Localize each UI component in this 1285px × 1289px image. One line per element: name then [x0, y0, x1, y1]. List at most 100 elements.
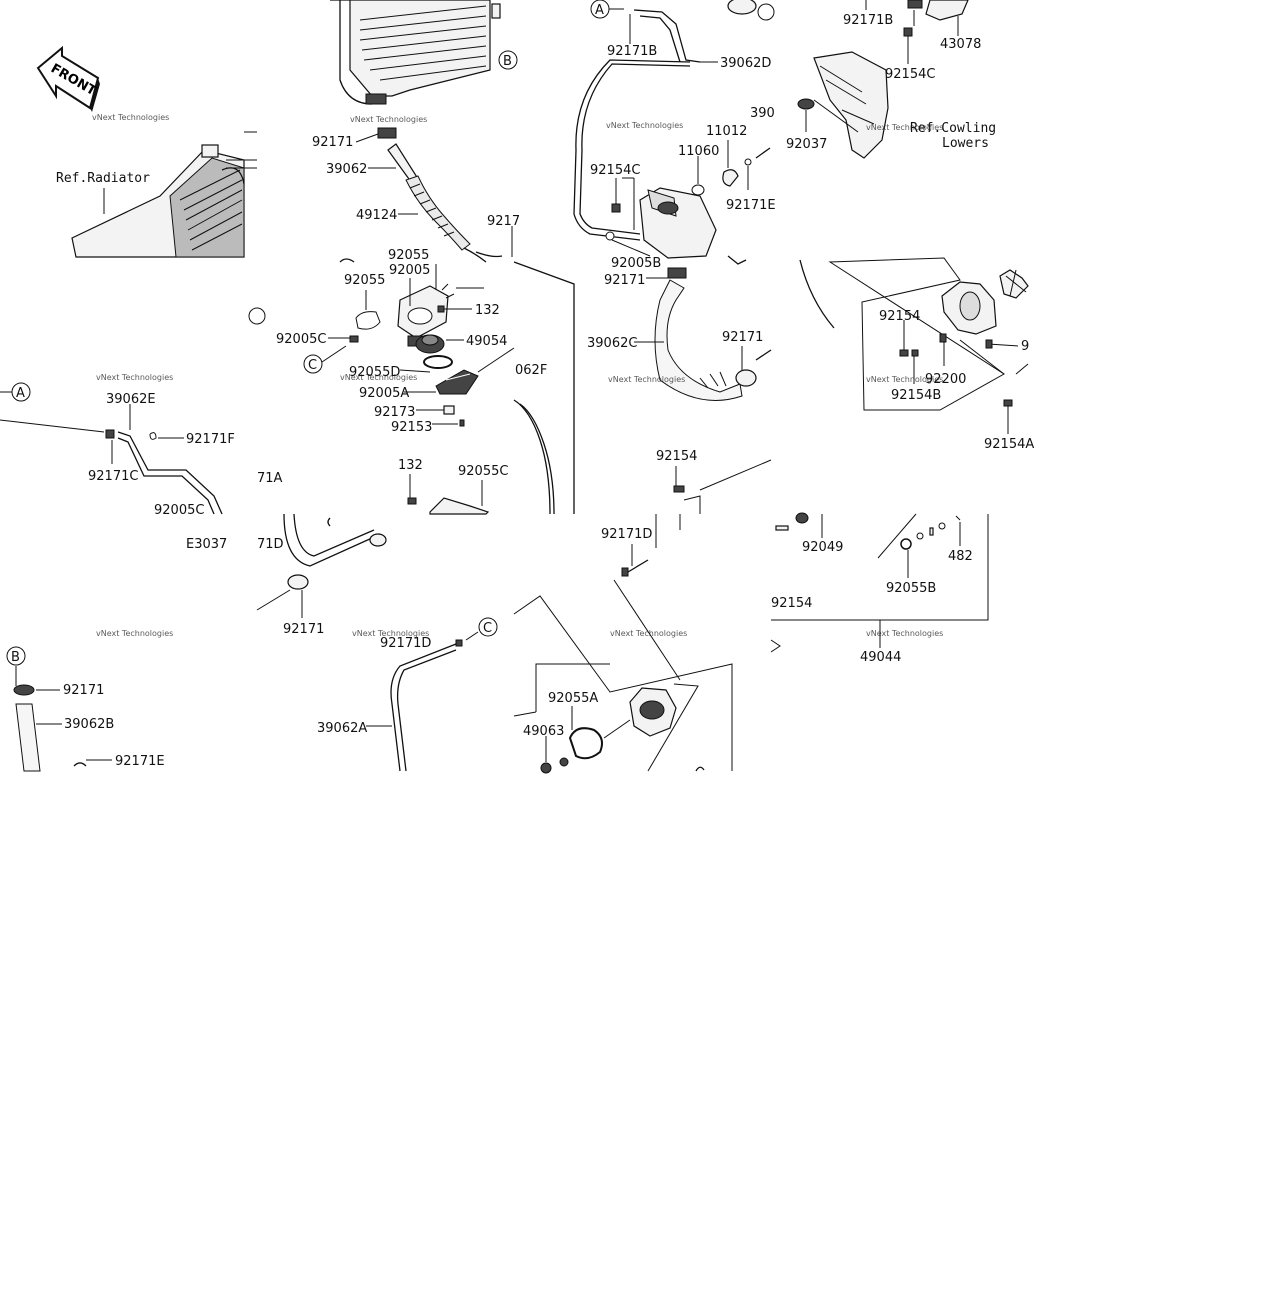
pump-outline-box: [513, 595, 733, 771]
part-number-label: 9217: [487, 214, 520, 229]
part-number-label: 92154: [771, 596, 812, 611]
svg-text:B: B: [503, 54, 512, 69]
callout-c-lower: C: [478, 617, 498, 637]
part-number-label: 92154A: [984, 437, 1034, 452]
part-number-label: 92154: [656, 449, 697, 464]
clamp-92171: [287, 574, 309, 590]
watermark: vNext Technologies: [866, 123, 943, 132]
watermark: vNext Technologies: [352, 629, 429, 638]
callout-c-mid: C: [303, 354, 323, 374]
part-number-label: 92049: [802, 540, 843, 555]
part-number-label: 49063: [523, 724, 564, 739]
svg-text:vNext Technologies: vNext Technologies: [96, 629, 173, 638]
svg-text:C: C: [483, 621, 492, 636]
part-number-label: 92055B: [886, 581, 936, 596]
lower-cowling-panel: [797, 51, 889, 159]
front-arrow: FRONT: [36, 45, 100, 112]
hose-39062a: [390, 643, 457, 772]
part-number-label: 390: [750, 106, 775, 121]
part-number-label: 92005B: [611, 256, 661, 271]
part-number-label: 11012: [706, 124, 747, 139]
svg-text:vNext Technologies: vNext Technologies: [340, 373, 417, 382]
part-number-label: 92171B: [607, 44, 657, 59]
part-number-label: 71D: [257, 537, 284, 552]
part-number-label: 9: [1021, 339, 1029, 354]
part-number-label: 92171: [312, 135, 353, 150]
part-number-label: 92171D: [601, 527, 652, 542]
radiator-core-right: [330, 0, 501, 105]
part-number-label: 92173: [374, 405, 415, 420]
part-number-label: 92171: [63, 683, 104, 698]
part-number-label: 92005C: [276, 332, 326, 347]
svg-text:A: A: [595, 3, 604, 18]
part-number-label: 92154: [879, 309, 920, 324]
part-number-label: 92153: [391, 420, 432, 435]
svg-text:C: C: [308, 358, 317, 373]
part-number-label: 92171E: [726, 198, 776, 213]
watermark: vNext Technologies: [96, 373, 173, 382]
watermark: vNext Technologies: [866, 629, 943, 638]
hose-39062: [377, 127, 503, 263]
part-number-label: 39062: [326, 162, 367, 177]
part-number-label: 49044: [860, 650, 901, 665]
part-number-label: 39062C: [587, 336, 637, 351]
part-number-label: 92200: [925, 372, 966, 387]
svg-text:A: A: [16, 386, 25, 401]
part-number-label: 482: [948, 549, 973, 564]
ref-radiator-label: Ref.Radiator: [56, 171, 150, 186]
part-number-label: 39062B: [64, 717, 114, 732]
hose-39062e: [0, 419, 223, 515]
part-number-label: 39062E: [106, 392, 156, 407]
hose-39062d: [573, 59, 691, 241]
cover-43078: [907, 0, 969, 36]
part-number-label: 92055: [388, 248, 429, 263]
svg-text:vNext Technologies: vNext Technologies: [866, 123, 943, 132]
svg-text:vNext Technologies: vNext Technologies: [866, 375, 943, 384]
part-number-label: 92171: [722, 330, 763, 345]
part-number-label: 11060: [678, 144, 719, 159]
hose-39062b: [13, 684, 87, 772]
part-number-label: 92005C: [154, 503, 204, 518]
part-number-label: 43078: [940, 37, 981, 52]
svg-text:B: B: [11, 650, 20, 665]
part-number-label: 92154C: [885, 67, 935, 82]
radiator-core-left: [71, 131, 257, 258]
clamp-top: [727, 0, 775, 21]
diagram-code: E3037: [186, 537, 227, 552]
part-number-label: 92154C: [590, 163, 640, 178]
part-number-label: 92171F: [186, 432, 235, 447]
part-number-label: 92171C: [88, 469, 138, 484]
watermark: vNext Technologies: [608, 375, 685, 384]
hose-92171d-right: [613, 514, 681, 681]
svg-text:vNext Technologies: vNext Technologies: [350, 115, 427, 124]
watermark: vNext Technologies: [866, 375, 943, 384]
watermark: vNext Technologies: [92, 113, 169, 122]
impeller-parts: [775, 512, 961, 578]
thermostat-49054: [415, 334, 445, 354]
part-number-label: 92171D: [380, 636, 431, 651]
watermark: vNext Technologies: [350, 115, 427, 124]
part-number-label: 92005: [389, 263, 430, 278]
part-number-label: 92154B: [891, 388, 941, 403]
part-number-label: 92055C: [458, 464, 508, 479]
watermark: vNext Technologies: [340, 373, 417, 382]
part-number-label: 39062A: [317, 721, 367, 736]
cover-92005a: [435, 369, 479, 395]
bolt-132: [437, 305, 472, 313]
callout-a-top: A: [590, 0, 610, 19]
part-number-label: 49054: [466, 334, 507, 349]
part-number-label: 92055A: [548, 691, 598, 706]
part-number-label: 92005A: [359, 386, 409, 401]
part-number-label: 39062D: [720, 56, 771, 71]
part-number-label: 92171: [283, 622, 324, 637]
svg-text:vNext Technologies: vNext Technologies: [866, 629, 943, 638]
svg-text:vNext Technologies: vNext Technologies: [92, 113, 169, 122]
watermark: vNext Technologies: [96, 629, 173, 638]
part-number-label: 92037: [786, 137, 827, 152]
callout-b-left: B: [6, 646, 26, 666]
housing-92055c: [429, 497, 490, 515]
callout-b-top: B: [498, 50, 518, 70]
